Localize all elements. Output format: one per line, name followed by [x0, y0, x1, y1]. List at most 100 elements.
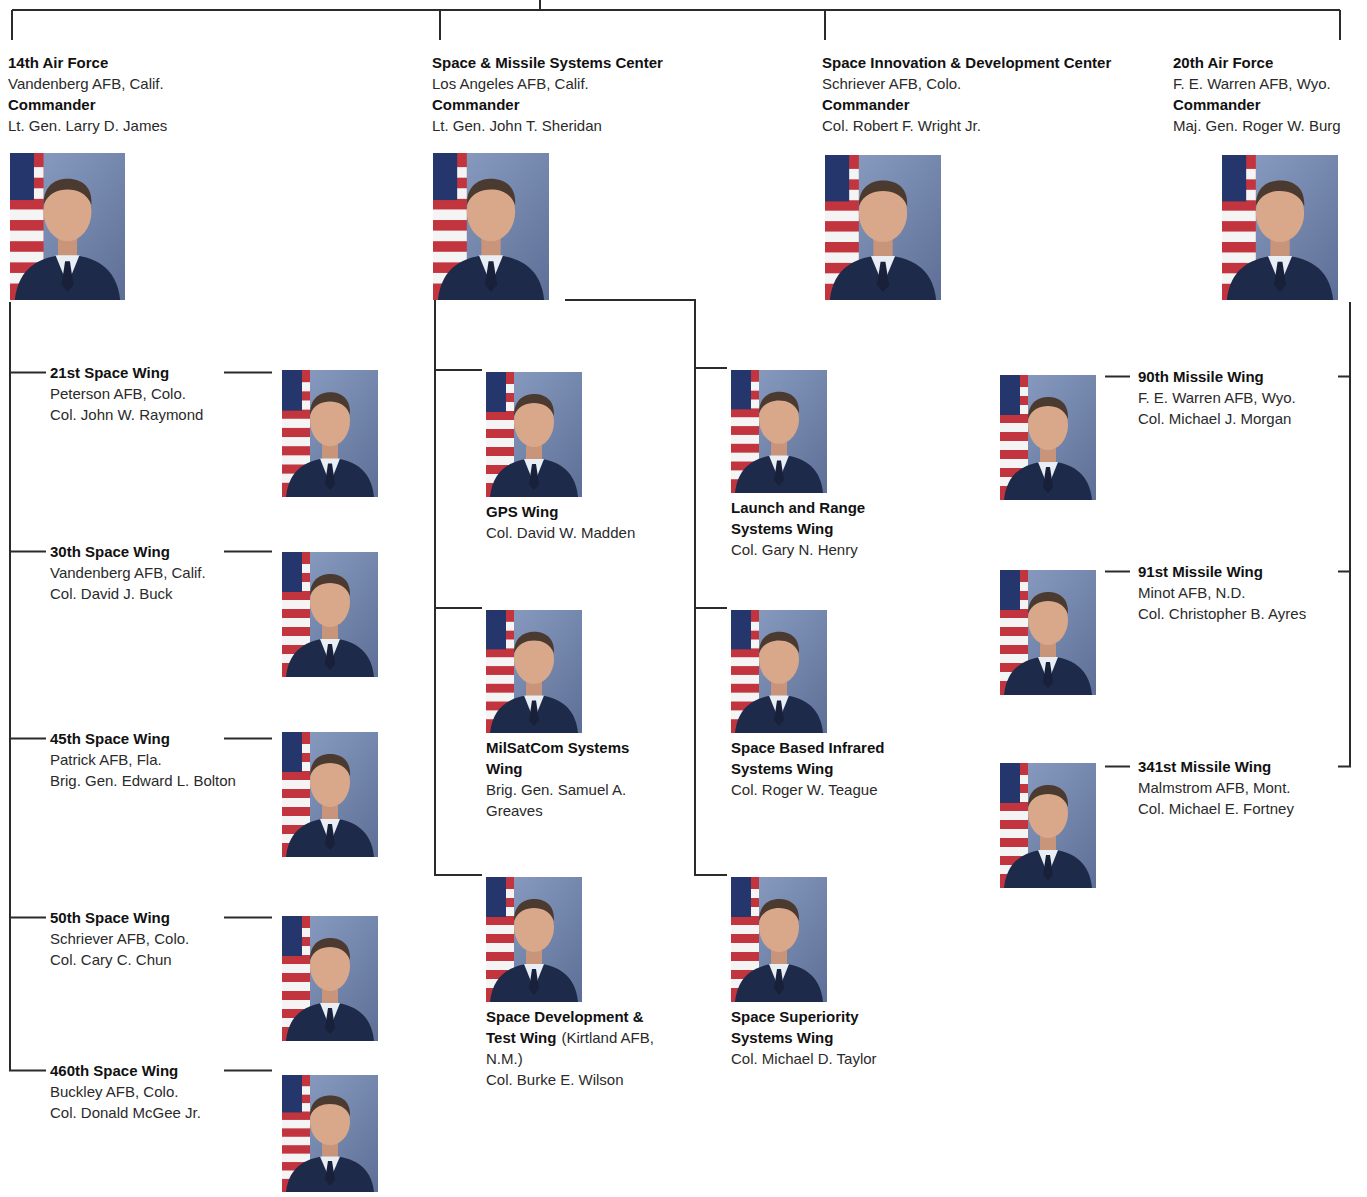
org-connector [10, 302, 46, 552]
unit-detail: Buckley AFB, Colo. [50, 1081, 201, 1102]
text-group: 30th Space WingVandenberg AFB, Calif.Col… [50, 541, 206, 604]
wing-block: 90th Missile WingF. E. Warren AFB, Wyo.C… [996, 366, 1338, 503]
text-group: Space Based Infrared Systems WingCol. Ro… [731, 737, 906, 800]
org-connector [10, 302, 46, 918]
unit-detail: Col. Gary N. Henry [731, 539, 906, 560]
unit-heading: 30th Space Wing [50, 541, 206, 562]
wing-block: 50th Space WingSchriever AFB, Colo.Col. … [46, 907, 380, 1044]
unit-detail: Malmstrom AFB, Mont. [1138, 777, 1294, 798]
portrait-photo [282, 1075, 378, 1192]
unit-detail: Col. Robert F. Wright Jr. [822, 115, 1111, 136]
portrait-photo [433, 153, 549, 300]
wing-block: 30th Space WingVandenberg AFB, Calif.Col… [46, 541, 380, 680]
command-block: 14th Air ForceVandenberg AFB, Calif.Comm… [6, 52, 211, 302]
org-line [1339, 10, 1341, 40]
portrait-photo [731, 877, 827, 1002]
unit-heading: 50th Space Wing [50, 907, 189, 928]
leader-line [1105, 376, 1130, 378]
text-group: 45th Space WingPatrick AFB, Fla.Brig. Ge… [50, 728, 236, 791]
portrait-photo [486, 610, 582, 733]
text-group: 50th Space WingSchriever AFB, Colo.Col. … [50, 907, 189, 970]
unit-detail: Schriever AFB, Colo. [822, 73, 1111, 94]
unit-detail: Lt. Gen. Larry D. James [8, 115, 167, 136]
unit-detail: Col. David J. Buck [50, 583, 206, 604]
unit-heading: 21st Space Wing [50, 362, 203, 383]
unit-heading: Space Innovation & Development Center [822, 52, 1111, 73]
org-line [12, 9, 1340, 11]
unit-heading: Commander [1173, 94, 1341, 115]
command-block: 20th Air ForceF. E. Warren AFB, Wyo.Comm… [1169, 52, 1364, 302]
text-group: Space Development & Test Wing(Kirtland A… [486, 1006, 658, 1090]
org-connector [565, 300, 727, 368]
wing-block: 45th Space WingPatrick AFB, Fla.Brig. Ge… [46, 728, 380, 860]
leader-line [224, 738, 272, 740]
org-lines [12, 0, 1340, 1071]
unit-detail: Col. Donald McGee Jr. [50, 1102, 201, 1123]
unit-heading: Space Superiority Systems Wing [731, 1006, 906, 1048]
text-group: 91st Missile WingMinot AFB, N.D.Col. Chr… [1138, 561, 1306, 624]
portrait-photo [1000, 570, 1096, 695]
text-group: GPS WingCol. David W. Madden [486, 501, 658, 543]
org-connector [565, 300, 727, 608]
unit-detail: Vandenberg AFB, Calif. [50, 562, 206, 583]
unit-detail: Minot AFB, N.D. [1138, 582, 1306, 603]
org-connector [435, 300, 482, 608]
text-group: Space Superiority Systems WingCol. Micha… [731, 1006, 906, 1069]
portrait-photo [731, 370, 827, 493]
leader-line [1105, 571, 1130, 573]
wing-block: 91st Missile WingMinot AFB, N.D.Col. Chr… [996, 561, 1338, 698]
org-connector [435, 300, 482, 370]
portrait-photo [825, 155, 941, 300]
unit-heading: 90th Missile Wing [1138, 366, 1296, 387]
unit-detail: Schriever AFB, Colo. [50, 928, 189, 949]
wing-block: GPS WingCol. David W. Madden [482, 368, 682, 547]
unit-heading: 14th Air Force [8, 52, 167, 73]
portrait-photo [282, 370, 378, 497]
unit-detail: Col. Michael D. Taylor [731, 1048, 906, 1069]
org-line [539, 0, 541, 10]
wing-block: MilSatCom Systems WingBrig. Gen. Samuel … [482, 606, 682, 827]
unit-detail: Los Angeles AFB, Calif. [432, 73, 663, 94]
unit-heading: Launch and Range Systems Wing [731, 497, 906, 539]
unit-detail: Maj. Gen. Roger W. Burg [1173, 115, 1341, 136]
unit-heading: 91st Missile Wing [1138, 561, 1306, 582]
leader-line [224, 1070, 272, 1072]
portrait-photo [486, 877, 582, 1002]
unit-heading: Commander [822, 94, 1111, 115]
unit-heading: Commander [432, 94, 663, 115]
text-group: 20th Air ForceF. E. Warren AFB, Wyo.Comm… [1173, 52, 1341, 136]
portrait-photo [731, 610, 827, 733]
leader-line [224, 551, 272, 553]
leader-line [1105, 766, 1130, 768]
unit-heading: Space & Missile Systems Center [432, 52, 663, 73]
unit-heading: MilSatCom Systems Wing [486, 737, 658, 779]
unit-detail: Col. Michael E. Fortney [1138, 798, 1294, 819]
unit-detail: F. E. Warren AFB, Wyo. [1173, 73, 1341, 94]
text-group: Space Innovation & Development CenterSch… [822, 52, 1111, 136]
wing-block: Space Based Infrared Systems WingCol. Ro… [727, 606, 917, 806]
unit-detail: Lt. Gen. John T. Sheridan [432, 115, 663, 136]
unit-heading: GPS Wing [486, 501, 658, 522]
unit-detail: Patrick AFB, Fla. [50, 749, 236, 770]
command-block: Space & Missile Systems CenterLos Angele… [428, 52, 690, 300]
unit-detail: Brig. Gen. Edward L. Bolton [50, 770, 236, 791]
unit-detail: Brig. Gen. Samuel A. Greaves [486, 779, 658, 821]
portrait-photo [1222, 155, 1338, 300]
text-group: Launch and Range Systems WingCol. Gary N… [731, 497, 906, 560]
org-connector [1338, 302, 1350, 572]
leader-line [224, 372, 272, 374]
unit-heading: 341st Missile Wing [1138, 756, 1294, 777]
unit-detail: Col. Christopher B. Ayres [1138, 603, 1306, 624]
unit-heading: 20th Air Force [1173, 52, 1341, 73]
unit-detail: Col. Michael J. Morgan [1138, 408, 1296, 429]
portrait-photo [282, 732, 378, 857]
wing-block: 21st Space WingPeterson AFB, Colo.Col. J… [46, 362, 380, 500]
org-line [439, 10, 441, 40]
org-connector [1338, 302, 1350, 767]
unit-heading: 460th Space Wing [50, 1060, 201, 1081]
unit-detail: Col. John W. Raymond [50, 404, 203, 425]
wing-block: 341st Missile WingMalmstrom AFB, Mont.Co… [996, 756, 1338, 891]
text-group: 460th Space WingBuckley AFB, Colo.Col. D… [50, 1060, 201, 1123]
wing-block: 460th Space WingBuckley AFB, Colo.Col. D… [46, 1060, 380, 1194]
